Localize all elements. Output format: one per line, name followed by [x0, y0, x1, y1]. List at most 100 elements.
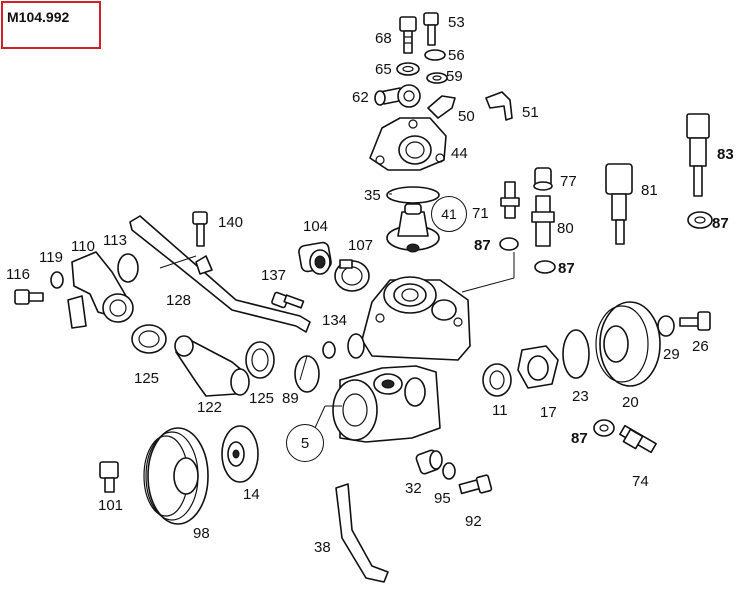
part-50-bracket	[427, 95, 456, 119]
part-83-sensor	[686, 113, 710, 197]
callout-17: 17	[540, 404, 557, 421]
callout-89: 89	[282, 390, 299, 407]
callout-113: 113	[103, 232, 127, 249]
part-38-hose	[335, 483, 389, 583]
callout-32: 32	[405, 480, 422, 497]
part-77-plug	[533, 167, 553, 191]
callout-95: 95	[434, 490, 451, 507]
callout-74: 74	[632, 473, 649, 490]
callout-50: 50	[458, 108, 475, 125]
part-sensor-top	[500, 181, 520, 219]
callout-87-mid: 87	[474, 237, 491, 254]
callout-119: 119	[39, 249, 63, 266]
part-59-washer	[426, 72, 448, 84]
callout-134: 134	[322, 312, 348, 329]
callout-83: 83	[717, 146, 734, 163]
part-104-connector	[298, 241, 332, 275]
callout-62: 62	[352, 89, 369, 106]
callout-110: 110	[71, 238, 95, 255]
part-101-bolt	[99, 461, 119, 493]
callout-59: 59	[446, 68, 463, 85]
part-51-bracket	[485, 91, 513, 121]
callout-125-left: 125	[134, 370, 160, 387]
part-116-bolt	[14, 289, 44, 305]
callout-128: 128	[166, 292, 192, 309]
part-95-washer	[442, 462, 456, 480]
part-87-washer-b	[534, 260, 556, 274]
part-56-washer	[424, 49, 446, 61]
part-125-clamp-a	[131, 324, 167, 354]
callout-26: 26	[692, 338, 709, 355]
part-53-bolt	[423, 12, 439, 46]
callout-38: 38	[314, 539, 331, 556]
part-68-banjo-bolt	[399, 16, 417, 54]
callout-20: 20	[622, 394, 639, 411]
callout-23: 23	[572, 388, 589, 405]
part-20-pulley	[595, 301, 661, 387]
part-23-seal-ring	[562, 329, 590, 379]
part-81-temperature-sensor	[605, 163, 633, 245]
callout-104: 104	[303, 218, 329, 235]
callout-87-sensor: 87	[558, 260, 575, 277]
callout-51: 51	[522, 104, 539, 121]
callout-71: 71	[472, 205, 489, 222]
callout-122: 122	[197, 399, 223, 416]
model-code-box: M104.992	[1, 1, 101, 49]
part-140-bolt	[192, 211, 208, 247]
callout-44: 44	[451, 145, 468, 162]
callout-56: 56	[448, 47, 465, 64]
callout-116: 116	[6, 266, 30, 283]
callout-68: 68	[375, 30, 392, 47]
part-134-o-ring	[322, 341, 336, 359]
part-92-bolt	[458, 474, 493, 495]
part-35-seal-ring	[386, 186, 440, 204]
part-119-seal-ring	[50, 271, 64, 289]
callout-137: 137	[261, 267, 287, 284]
callout-41: 41	[441, 206, 457, 222]
part-65-washer	[396, 62, 420, 76]
callout-101: 101	[98, 497, 124, 514]
callout-53: 53	[448, 14, 465, 31]
callout-ring-5: 5	[286, 424, 324, 462]
part-14-hub	[221, 425, 259, 483]
part-87-washer-d	[593, 419, 615, 437]
part-44-thermostat-cover	[369, 117, 447, 171]
part-11-bushing	[482, 363, 512, 397]
part-29-washer	[657, 315, 675, 337]
part-113-seal-ring	[117, 253, 139, 283]
part-107-hose-clamp	[334, 259, 370, 292]
part-128-bypass-pipe	[129, 215, 311, 333]
callout-140: 140	[218, 214, 244, 231]
callout-29: 29	[663, 346, 680, 363]
callout-5: 5	[300, 435, 310, 452]
part-71-thermostat	[386, 203, 440, 253]
callout-98: 98	[193, 525, 210, 542]
part-17-bracket	[517, 345, 559, 389]
part-32-bushing	[415, 449, 443, 475]
part-110-elbow-fitting	[67, 251, 134, 329]
part-122-hose	[174, 335, 250, 397]
part-87-washer-a	[499, 237, 519, 251]
callout-11: 11	[492, 402, 508, 419]
callout-87-right: 87	[712, 215, 729, 232]
part-5-water-pump	[332, 365, 441, 443]
part-26-bolt	[679, 311, 711, 331]
callout-ring-41: 41	[431, 196, 467, 232]
part-87-washer-c	[687, 211, 713, 229]
model-code: M104.992	[7, 9, 70, 25]
part-74-sensor	[619, 424, 657, 454]
callout-87-lower: 87	[571, 430, 588, 447]
callout-125-right: 125	[249, 390, 275, 407]
part-62-banjo-fitting	[374, 84, 421, 108]
callout-81: 81	[641, 182, 658, 199]
callout-107: 107	[348, 237, 374, 254]
part-98-pulley	[143, 427, 209, 525]
part-80-sensor	[531, 195, 555, 247]
callout-80: 80	[557, 220, 574, 237]
part-housing	[347, 276, 471, 361]
callout-92: 92	[465, 513, 482, 530]
part-125-clamp-b	[245, 341, 275, 379]
callout-77: 77	[560, 173, 577, 190]
